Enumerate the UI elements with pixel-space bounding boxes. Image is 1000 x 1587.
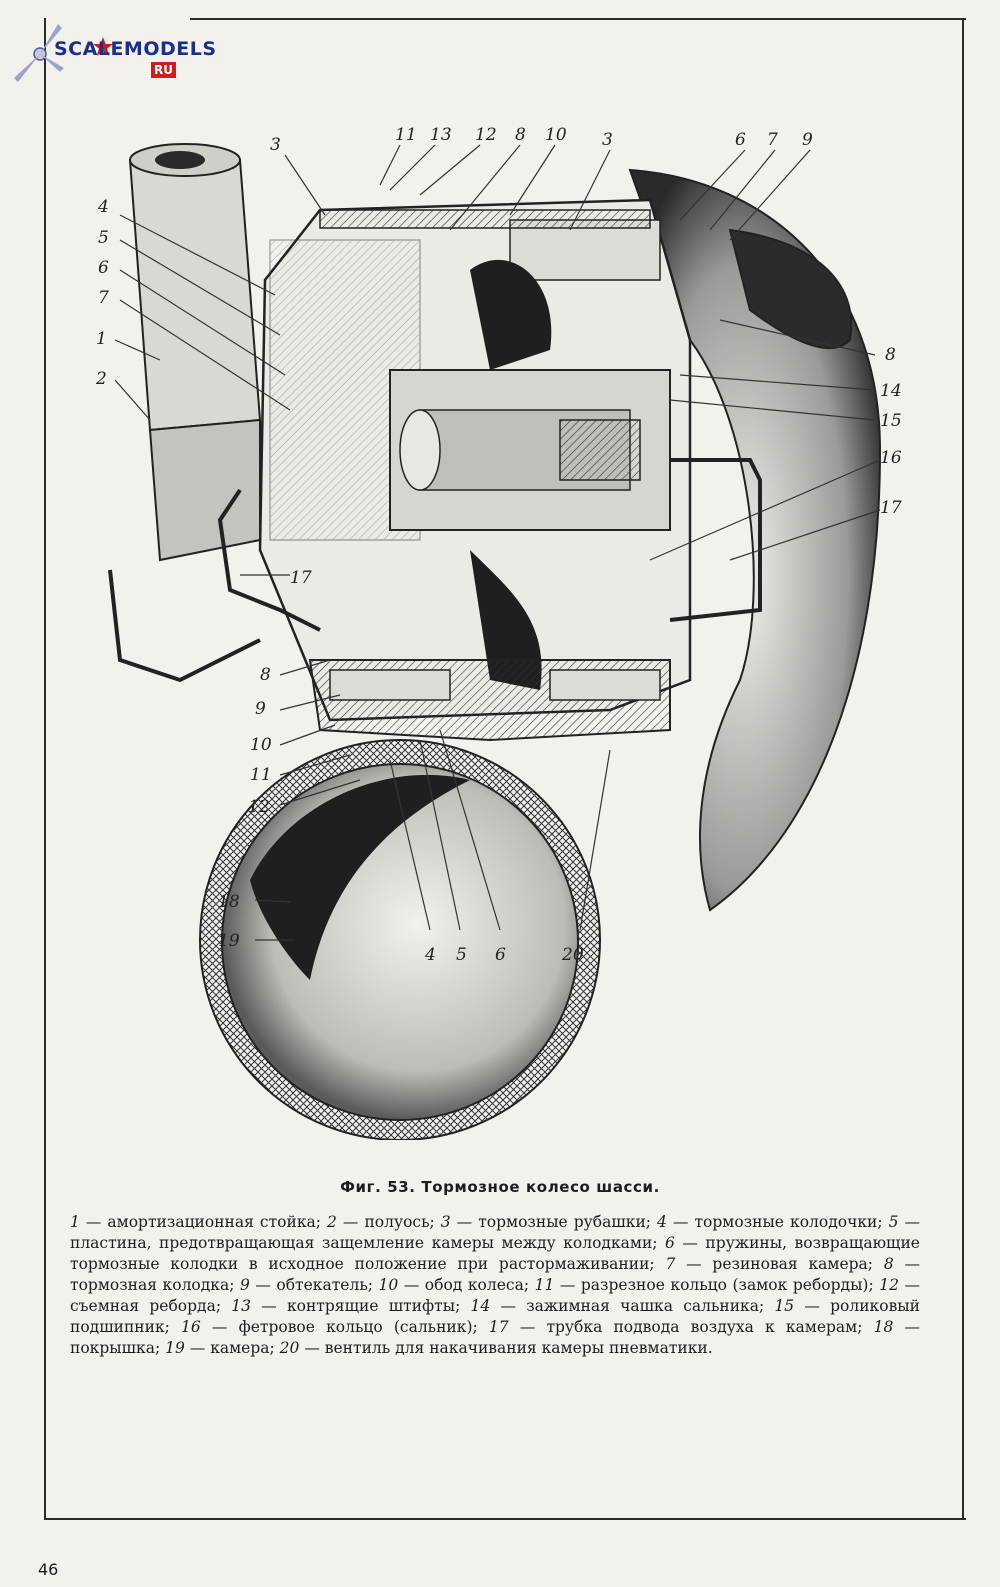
legend-text: — трубка подвода воздуха к камерам; (508, 1318, 874, 1336)
page-frame (44, 18, 966, 1520)
legend-number: 16 (181, 1318, 201, 1336)
legend-number: 4 (657, 1213, 667, 1231)
legend-text: — амортизационная стойка; (79, 1213, 328, 1231)
label-14: 14 (880, 381, 902, 401)
legend-number: 9 (239, 1276, 250, 1294)
legend-text: — резиновая камера; (675, 1255, 884, 1273)
label-2: 2 (95, 369, 107, 389)
label-7b: 7 (98, 288, 109, 308)
logo-text: SCALEMODELS (54, 38, 217, 60)
label-4: 4 (97, 197, 109, 217)
figure-caption: Фиг. 53. Тормозное колесо шасси. (340, 1178, 660, 1196)
legend-number: 2 (327, 1213, 337, 1231)
legend-number: 20 (279, 1339, 300, 1357)
legend-number: 11 (534, 1276, 555, 1294)
label-16: 16 (880, 448, 902, 468)
legend-text: — фетровое кольцо (сальник); (200, 1318, 489, 1336)
label-8b: 8 (260, 665, 271, 685)
logo-ru-badge: RU (151, 62, 176, 78)
legend-number: 12 (879, 1276, 899, 1294)
legend-text: — тормозные колодочки; (666, 1213, 889, 1231)
legend-number: 3 (440, 1213, 451, 1231)
legend-text: — разрезное кольцо (замок реборды); (554, 1276, 880, 1294)
label-19: 19 (218, 931, 240, 951)
legend-number: 1 (70, 1213, 80, 1231)
label-12a: 12 (475, 125, 497, 145)
label-6a: 6 (735, 130, 746, 150)
hub-assembly (389, 259, 671, 690)
legend-text: — покрышка; (70, 1318, 921, 1357)
label-15: 15 (880, 411, 902, 431)
label-11b: 11 (250, 765, 272, 785)
label-1: 1 (96, 329, 107, 349)
legend-text: — пружины, возвращающие тормозные колодк… (70, 1234, 920, 1273)
label-3a: 3 (270, 135, 281, 155)
label-12b: 12 (248, 797, 270, 817)
label-6c: 6 (495, 945, 506, 965)
legend-number: 15 (774, 1297, 795, 1315)
shock-strut (128, 143, 262, 562)
legend-text: — роликовый подшипник; (70, 1297, 920, 1336)
label-10b: 10 (250, 735, 272, 755)
legend-number: 7 (665, 1255, 676, 1273)
label-3b: 3 (602, 130, 613, 150)
label-8a: 8 (515, 125, 526, 145)
frame-right-border (962, 18, 964, 1518)
legend-text: — камера; (184, 1339, 280, 1357)
label-9a: 9 (802, 130, 813, 150)
legend-number: 18 (873, 1318, 894, 1336)
label-10a: 10 (545, 125, 567, 145)
label-4b: 4 (424, 945, 436, 965)
page-number: 46 (38, 1560, 59, 1579)
legend-text: — полуось; (336, 1213, 441, 1231)
tire-section (199, 739, 601, 1140)
legend-number: 5 (888, 1213, 899, 1231)
leader-lines (114, 144, 881, 941)
legend-number: 19 (165, 1339, 185, 1357)
figure-legend: 1 — амортизационная стойка; 2 — полуось;… (70, 1212, 920, 1359)
site-logo[interactable]: SCALEMODELS RU (6, 10, 216, 82)
red-star-icon (93, 37, 113, 56)
wheel-outer-shell (628, 168, 882, 912)
legend-text: — пластина, предотвращающая защемление к… (70, 1213, 921, 1252)
label-17l: 17 (290, 568, 312, 588)
label-18: 18 (218, 892, 240, 912)
frame-top-border (190, 18, 966, 20)
legend-text: — тормозные рубашки; (450, 1213, 658, 1231)
label-13: 13 (430, 125, 452, 145)
legend-number: 8 (883, 1255, 894, 1273)
legend-number: 10 (378, 1276, 399, 1294)
legend-number: 6 (665, 1234, 675, 1252)
legend-text: — контрящие штифты; (251, 1297, 471, 1315)
callout-labels: 3 11 13 12 8 10 3 6 7 9 4 5 6 7 1 2 8 14… (95, 125, 902, 965)
legend-text: — тормозная колодка; (70, 1255, 920, 1294)
propeller-icon (14, 24, 64, 82)
label-9b: 9 (255, 699, 266, 719)
label-5b: 5 (456, 945, 467, 965)
label-20: 20 (561, 945, 584, 965)
legend-number: 17 (488, 1318, 509, 1336)
legend-text: — съемная реборда; (70, 1276, 920, 1315)
legend-text: — обтекатель; (249, 1276, 379, 1294)
legend-number: 14 (470, 1297, 491, 1315)
air-tubes (108, 458, 762, 683)
brake-wheel-diagram: 3 11 13 12 8 10 3 6 7 9 4 5 6 7 1 2 8 14… (95, 125, 902, 1140)
legend-text: — вентиль для накачивания камеры пневмат… (299, 1339, 713, 1357)
label-11: 11 (395, 125, 417, 145)
label-17r: 17 (880, 498, 902, 518)
label-6b: 6 (98, 258, 109, 278)
legend-text: — обод колеса; (398, 1276, 535, 1294)
label-5: 5 (98, 228, 109, 248)
label-8r: 8 (885, 345, 896, 365)
legend-number: 13 (231, 1297, 251, 1315)
label-7a: 7 (767, 130, 778, 150)
rim-section (308, 659, 671, 742)
legend-text: — зажимная чашка сальника; (490, 1297, 775, 1315)
